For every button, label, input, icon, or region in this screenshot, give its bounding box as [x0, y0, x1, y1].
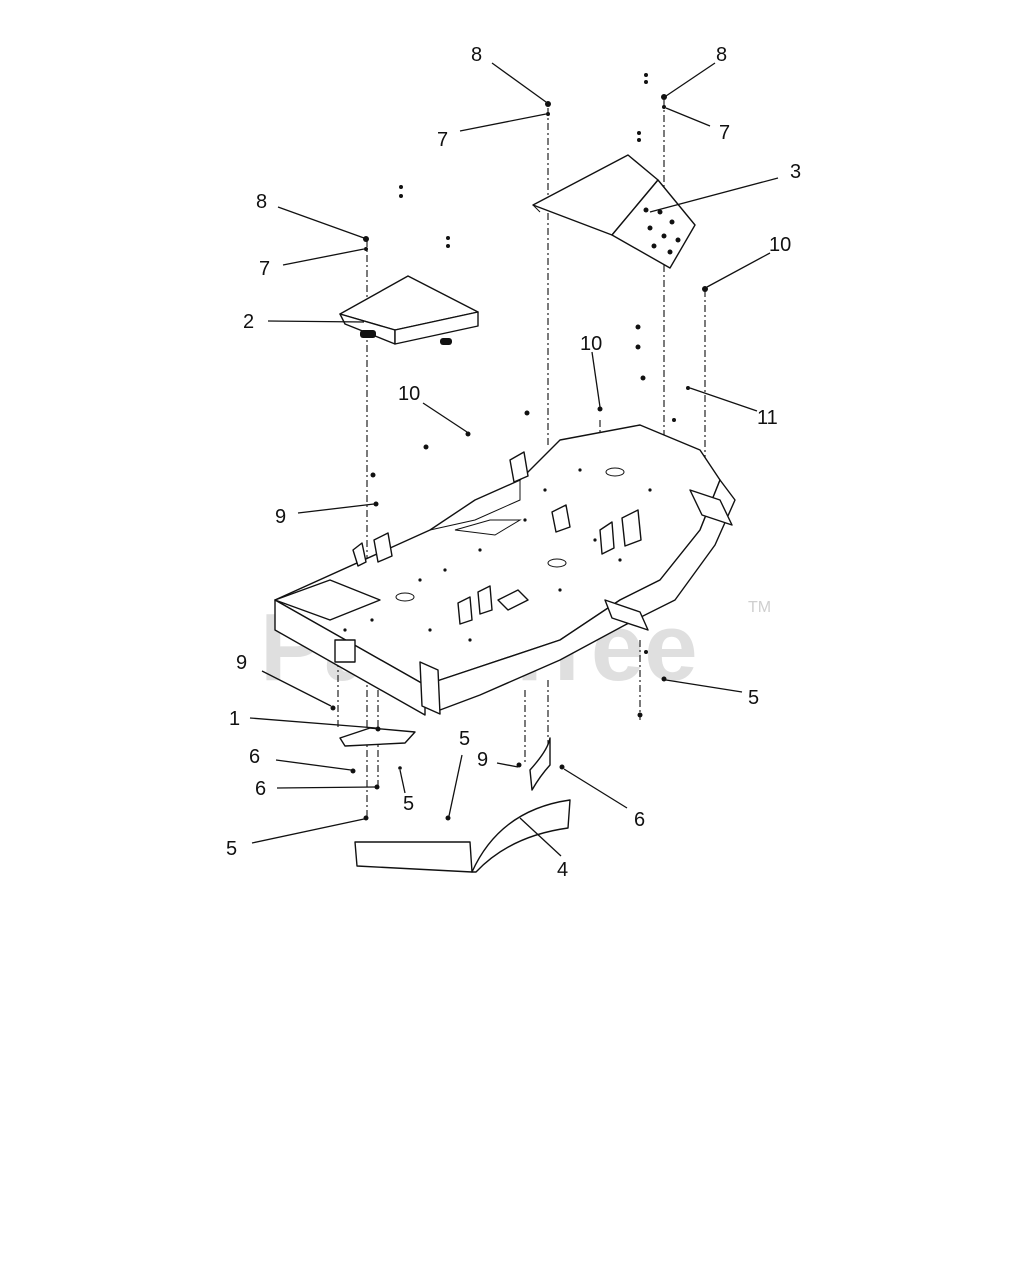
callout-5: 5 [748, 687, 759, 709]
callout-1: 1 [229, 708, 240, 730]
watermark-trademark: TM [748, 599, 771, 616]
callout-8: 8 [471, 44, 482, 66]
baffle-part-4 [354, 737, 571, 873]
leader-lines [249, 62, 779, 857]
callout-9: 9 [236, 652, 247, 674]
callout-2: 2 [243, 311, 254, 333]
callout-7: 7 [719, 122, 730, 144]
bracket-part-1 [339, 727, 416, 747]
callout-9: 9 [477, 749, 488, 771]
callout-7: 7 [437, 129, 448, 151]
deflector-part-3 [532, 154, 696, 269]
callout-6: 6 [249, 746, 260, 768]
callout-5: 5 [403, 793, 414, 815]
callout-labels: 8 8 7 7 3 8 7 10 2 10 11 10 9 9 1 6 6 5 … [226, 44, 801, 881]
callout-8: 8 [256, 191, 267, 213]
callout-9: 9 [275, 506, 286, 528]
callout-8: 8 [716, 44, 727, 66]
cover-part-2 [339, 275, 479, 345]
callout-10: 10 [769, 234, 791, 256]
callout-4: 4 [557, 859, 568, 881]
callout-6: 6 [634, 809, 645, 831]
mower-deck-housing [274, 424, 736, 716]
callout-10: 10 [398, 383, 420, 405]
callout-10: 10 [580, 333, 602, 355]
callout-3: 3 [790, 161, 801, 183]
hardware-points [330, 73, 708, 821]
callout-11: 11 [757, 407, 778, 429]
callout-5: 5 [226, 838, 237, 860]
callout-7: 7 [259, 258, 270, 280]
callout-6: 6 [255, 778, 266, 800]
callout-5: 5 [459, 728, 470, 750]
